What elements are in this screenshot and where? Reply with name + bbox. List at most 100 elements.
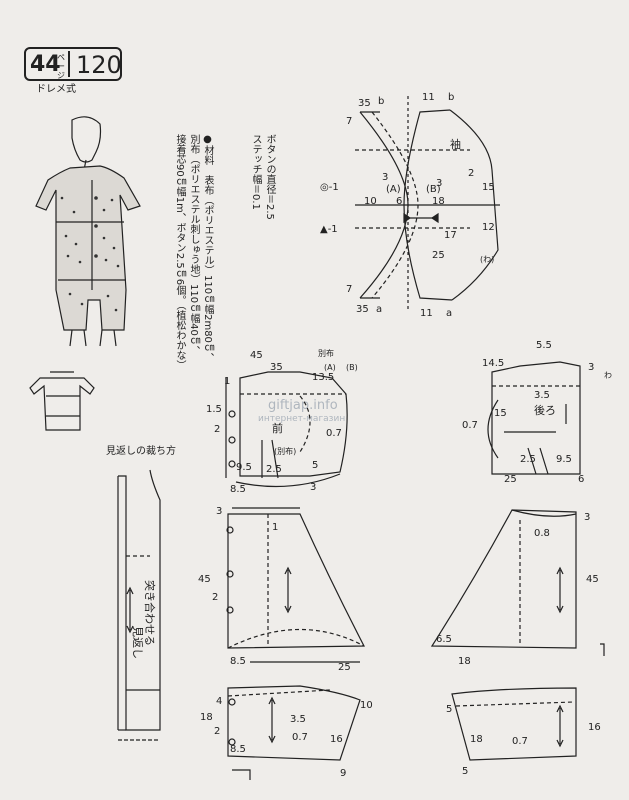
materials-text: ●材料 表布（ポリエステル）110㎝幅2m80㎝、 別布（ポリエステル刺しゅう地… (174, 134, 213, 371)
front-mark-a: (A) (324, 363, 336, 372)
sleeve-dim: 35 (358, 98, 371, 109)
front-skirt-dim: 45 (198, 574, 211, 585)
front-name: 前 (272, 421, 283, 435)
back-skirt-dim: 45 (586, 574, 599, 585)
front-skirt (226, 507, 365, 663)
front-dim: 2 (214, 424, 220, 435)
front-hem-dim: 4 (216, 696, 222, 707)
front-dim: 45 (250, 350, 263, 361)
front-dim: 8.5 (230, 484, 246, 495)
sleeve-dim: 15 (482, 182, 495, 193)
page-header: 44 ページ 120 (24, 47, 122, 81)
facing-title: 見返しの裁ち方 (106, 446, 176, 457)
sleeve-dim: b (378, 96, 384, 107)
front-skirt-dim: 8.5 (230, 656, 246, 667)
front-mark-b: (B) (346, 363, 358, 372)
sleeve-dim: a (376, 304, 382, 315)
front-hem-dim: 16 (330, 734, 343, 745)
back-skirt-dim: 3 (584, 512, 590, 523)
back-dim: 6 (578, 474, 584, 485)
front-dim: 1 (224, 376, 230, 387)
front-hem-dim: 2 (214, 726, 220, 737)
front-dim: 9.5 (236, 462, 252, 473)
front-skirt-dim: 2 (212, 592, 218, 603)
front-dim: 2.5 (266, 464, 282, 475)
front-hem-dim: 3.5 (290, 714, 306, 725)
sleeve-dim: 25 (432, 250, 445, 261)
back-dim: 2.5 (520, 454, 536, 465)
flat-sketch (29, 371, 95, 431)
back-dim: 9.5 (556, 454, 572, 465)
back-skirt-dim: 18 (458, 656, 471, 667)
back-fold-note: わ (604, 371, 612, 380)
facing-piece-label: 見返し (131, 626, 144, 659)
front-skirt-dim: 3 (216, 506, 222, 517)
back-hem-band (451, 687, 577, 761)
front-dim: 35 (270, 362, 283, 373)
front-fabric-note: 別布 (318, 348, 334, 358)
back-hem-dim: 5 (446, 704, 452, 715)
button-note: ボタンの直径＝2.5 ステッチ幅＝0.1 (250, 134, 275, 220)
sleeve-dim: 7 (346, 116, 352, 127)
back-hem-dim: 18 (470, 734, 483, 745)
back-dim: 25 (504, 474, 517, 485)
sleeve-dim: 3 (382, 172, 388, 183)
drafting-style: ドレメ式 (36, 84, 76, 95)
sleeve-dim: 11 (422, 92, 435, 103)
front-skirt-dim: 1 (272, 522, 278, 533)
back-hem-dim: 5 (462, 766, 468, 777)
sleeve-pattern (355, 96, 500, 310)
sleeve-dim: 7 (346, 284, 352, 295)
sleeve-dim: 10 (364, 196, 377, 207)
back-name: 後ろ (534, 403, 556, 417)
sleeve-dim: a (446, 308, 452, 319)
front-dim: 13.5 (312, 372, 334, 383)
front-hem-band (227, 685, 361, 780)
sleeve-dim: 3 (436, 178, 442, 189)
sleeve-dim: 18 (432, 196, 445, 207)
back-dim: 14.5 (482, 358, 504, 369)
back-hem-dim: 16 (588, 722, 601, 733)
back-skirt (430, 509, 605, 656)
back-dim: 15 (494, 408, 507, 419)
page-number: 120 (76, 51, 122, 79)
sleeve-mark-triangle: ▲-1 (320, 224, 338, 235)
sleeve-dim: 17 (444, 230, 457, 241)
back-dim: 3.5 (534, 390, 550, 401)
pattern-number: 44 (30, 52, 61, 77)
watermark: giftjap.info (268, 398, 338, 413)
front-bodice (225, 371, 348, 488)
sleeve-name: 袖 (450, 137, 461, 151)
front-hem-dim: 18 (200, 712, 213, 723)
sleeve-dim: b (448, 92, 454, 103)
sleeve-label-b: (B) (426, 184, 441, 195)
back-skirt-dim: 6.5 (436, 634, 452, 645)
sleeve-dim: 11 (420, 308, 433, 319)
back-dim: 5.5 (536, 340, 552, 351)
sleeve-label-a: (A) (386, 184, 401, 195)
back-hem-dim: 0.7 (512, 736, 528, 747)
sleeve-fold-note: (わ) (480, 255, 494, 264)
sleeve-dim: 35 (356, 304, 369, 315)
front-dim: 5 (312, 460, 318, 471)
front-dim: 1.5 (206, 404, 222, 415)
front-dim: 0.7 (326, 428, 342, 439)
model-illustration (35, 116, 141, 347)
facing-layout (117, 469, 161, 741)
back-dim: 3 (588, 362, 594, 373)
sleeve-dim: 2 (468, 168, 474, 179)
back-bodice (487, 361, 581, 475)
sleeve-mark-circle: ◎-1 (320, 182, 339, 193)
front-hem-dim: 9 (340, 768, 346, 779)
pattern-number-unit: ページ (57, 53, 65, 80)
back-dim: 0.7 (462, 420, 478, 431)
sleeve-dim: 12 (482, 222, 495, 233)
header-divider (68, 51, 70, 77)
front-dim: 3 (310, 482, 316, 493)
sleeve-dim: 6 (396, 196, 402, 207)
front-yoke-note: (別布) (274, 446, 296, 456)
back-skirt-dim: 0.8 (534, 528, 550, 539)
facing-butt-label: 突き合わせる (143, 580, 157, 646)
